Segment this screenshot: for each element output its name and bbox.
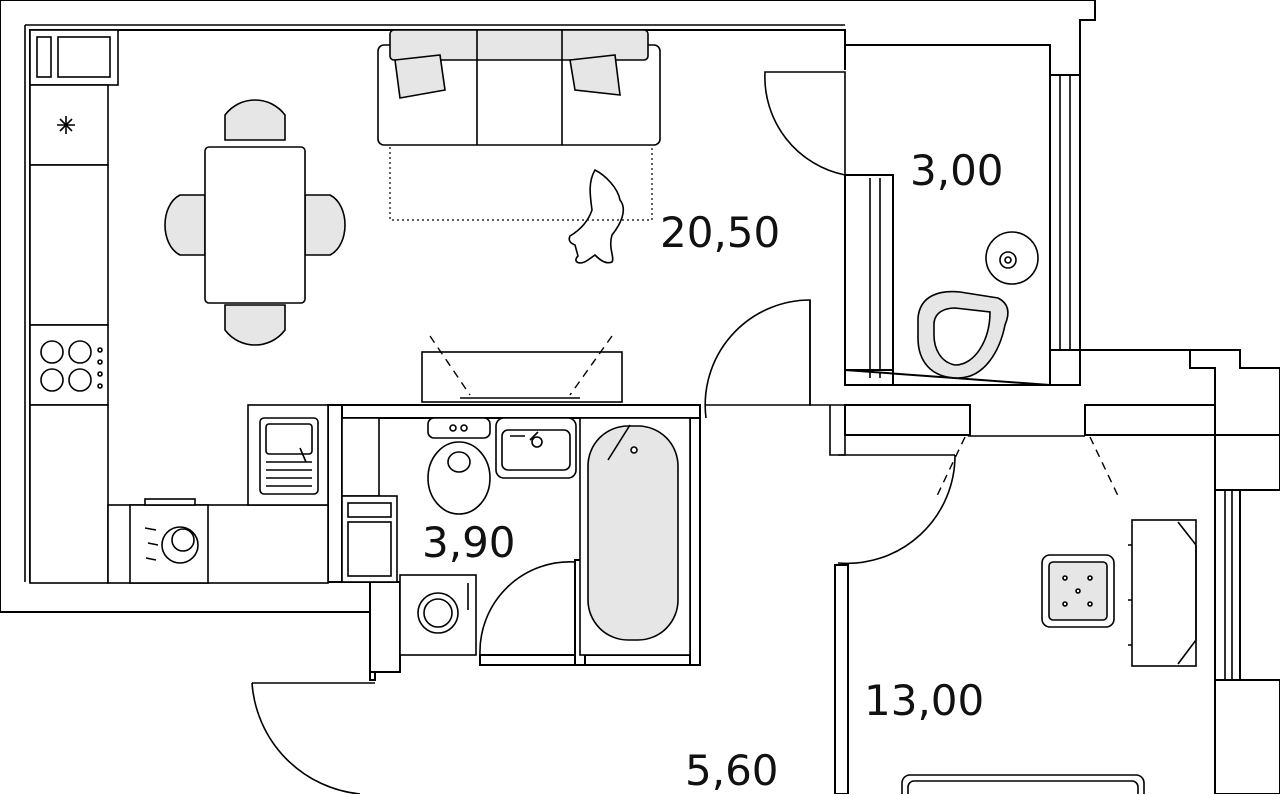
doors <box>251 71 956 794</box>
dog-figure <box>568 168 625 264</box>
room-area-bathroom: 3,90 <box>422 518 516 567</box>
balcony-furniture <box>917 231 1039 379</box>
kitchen-units <box>29 29 329 584</box>
room-area-hallway: 5,60 <box>685 746 779 795</box>
room-area-balcony: 3,00 <box>910 146 1004 195</box>
bathroom-fixtures <box>341 417 691 656</box>
tv-unit <box>421 335 623 403</box>
room-area-bedroom: 13,00 <box>864 676 985 725</box>
room-area-living-kitchen: 20,50 <box>660 208 781 257</box>
sofa <box>377 29 661 221</box>
bedroom-furniture <box>901 435 1197 794</box>
dining-table <box>164 99 346 346</box>
snowflake-icon <box>57 116 75 134</box>
